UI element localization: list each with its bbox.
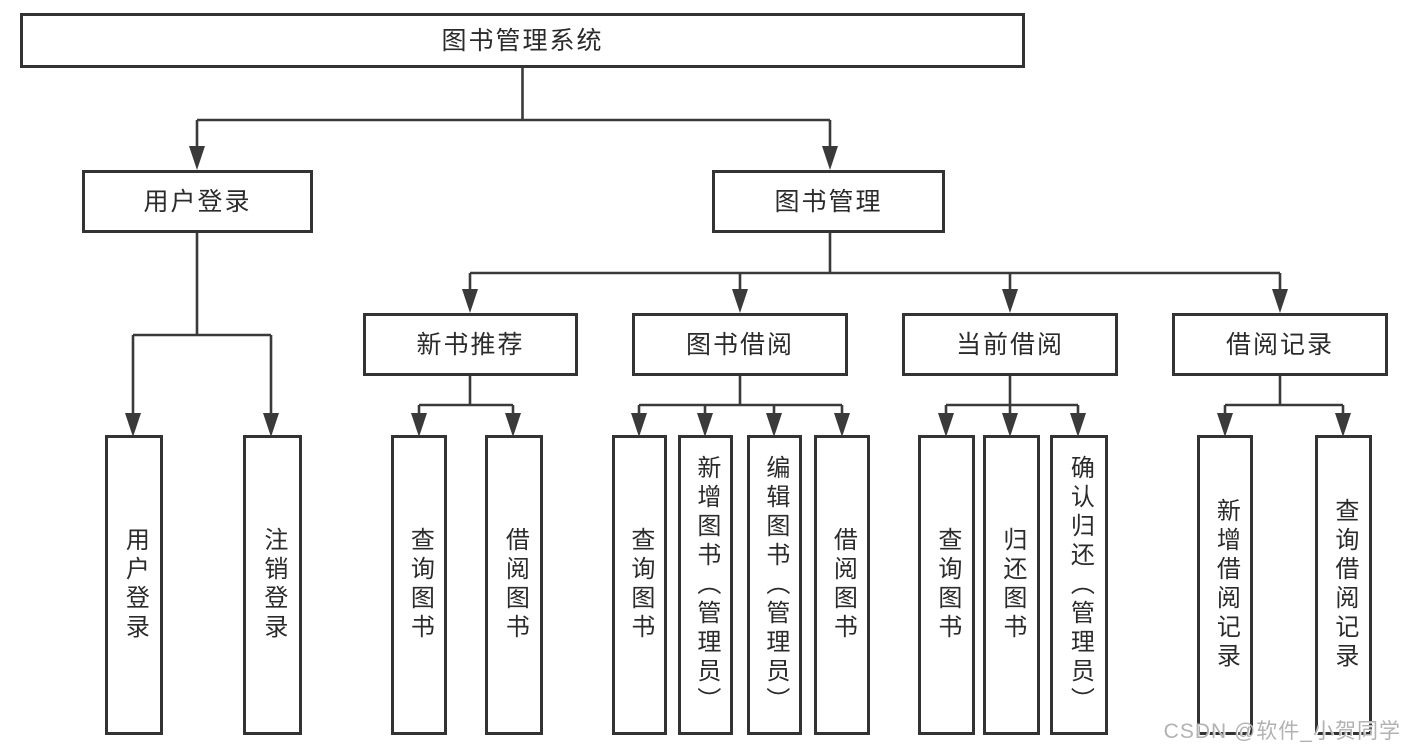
leaf-bb-add-books-admin: 新增图书（管理员） <box>678 435 733 735</box>
node-borrow-records: 借阅记录 <box>1172 313 1388 376</box>
connector-path <box>131 68 1345 417</box>
node-current-borrow: 当前借阅 <box>902 313 1118 376</box>
leaf-cb-return-books: 归还图书 <box>983 435 1040 735</box>
node-root: 图书管理系统 <box>20 13 1025 68</box>
leaf-nbr-query-books: 查询图书 <box>391 435 447 735</box>
leaf-cb-query-books: 查询图书 <box>918 435 975 735</box>
leaf-bb-query-books: 查询图书 <box>612 435 667 735</box>
arrowheads <box>125 146 1351 437</box>
csdn-watermark: CSDN @软件_小贺同学 <box>1163 720 1401 743</box>
leaf-logout: 注销登录 <box>243 435 302 735</box>
leaf-nbr-borrow-books: 借阅图书 <box>485 435 543 735</box>
leaf-user-login: 用户登录 <box>105 435 163 735</box>
node-book-management: 图书管理 <box>712 170 945 233</box>
leaf-br-query-record: 查询借阅记录 <box>1315 435 1372 735</box>
leaf-bb-edit-books-admin: 编辑图书（管理员） <box>747 435 802 735</box>
node-book-borrow: 图书借阅 <box>632 313 848 376</box>
leaf-bb-borrow-books: 借阅图书 <box>814 435 870 735</box>
node-user-login: 用户登录 <box>82 170 313 233</box>
leaf-br-add-record: 新增借阅记录 <box>1197 435 1253 735</box>
leaf-cb-confirm-return-admin: 确认归还（管理员） <box>1050 435 1108 735</box>
node-new-book-recommend: 新书推荐 <box>363 313 578 376</box>
